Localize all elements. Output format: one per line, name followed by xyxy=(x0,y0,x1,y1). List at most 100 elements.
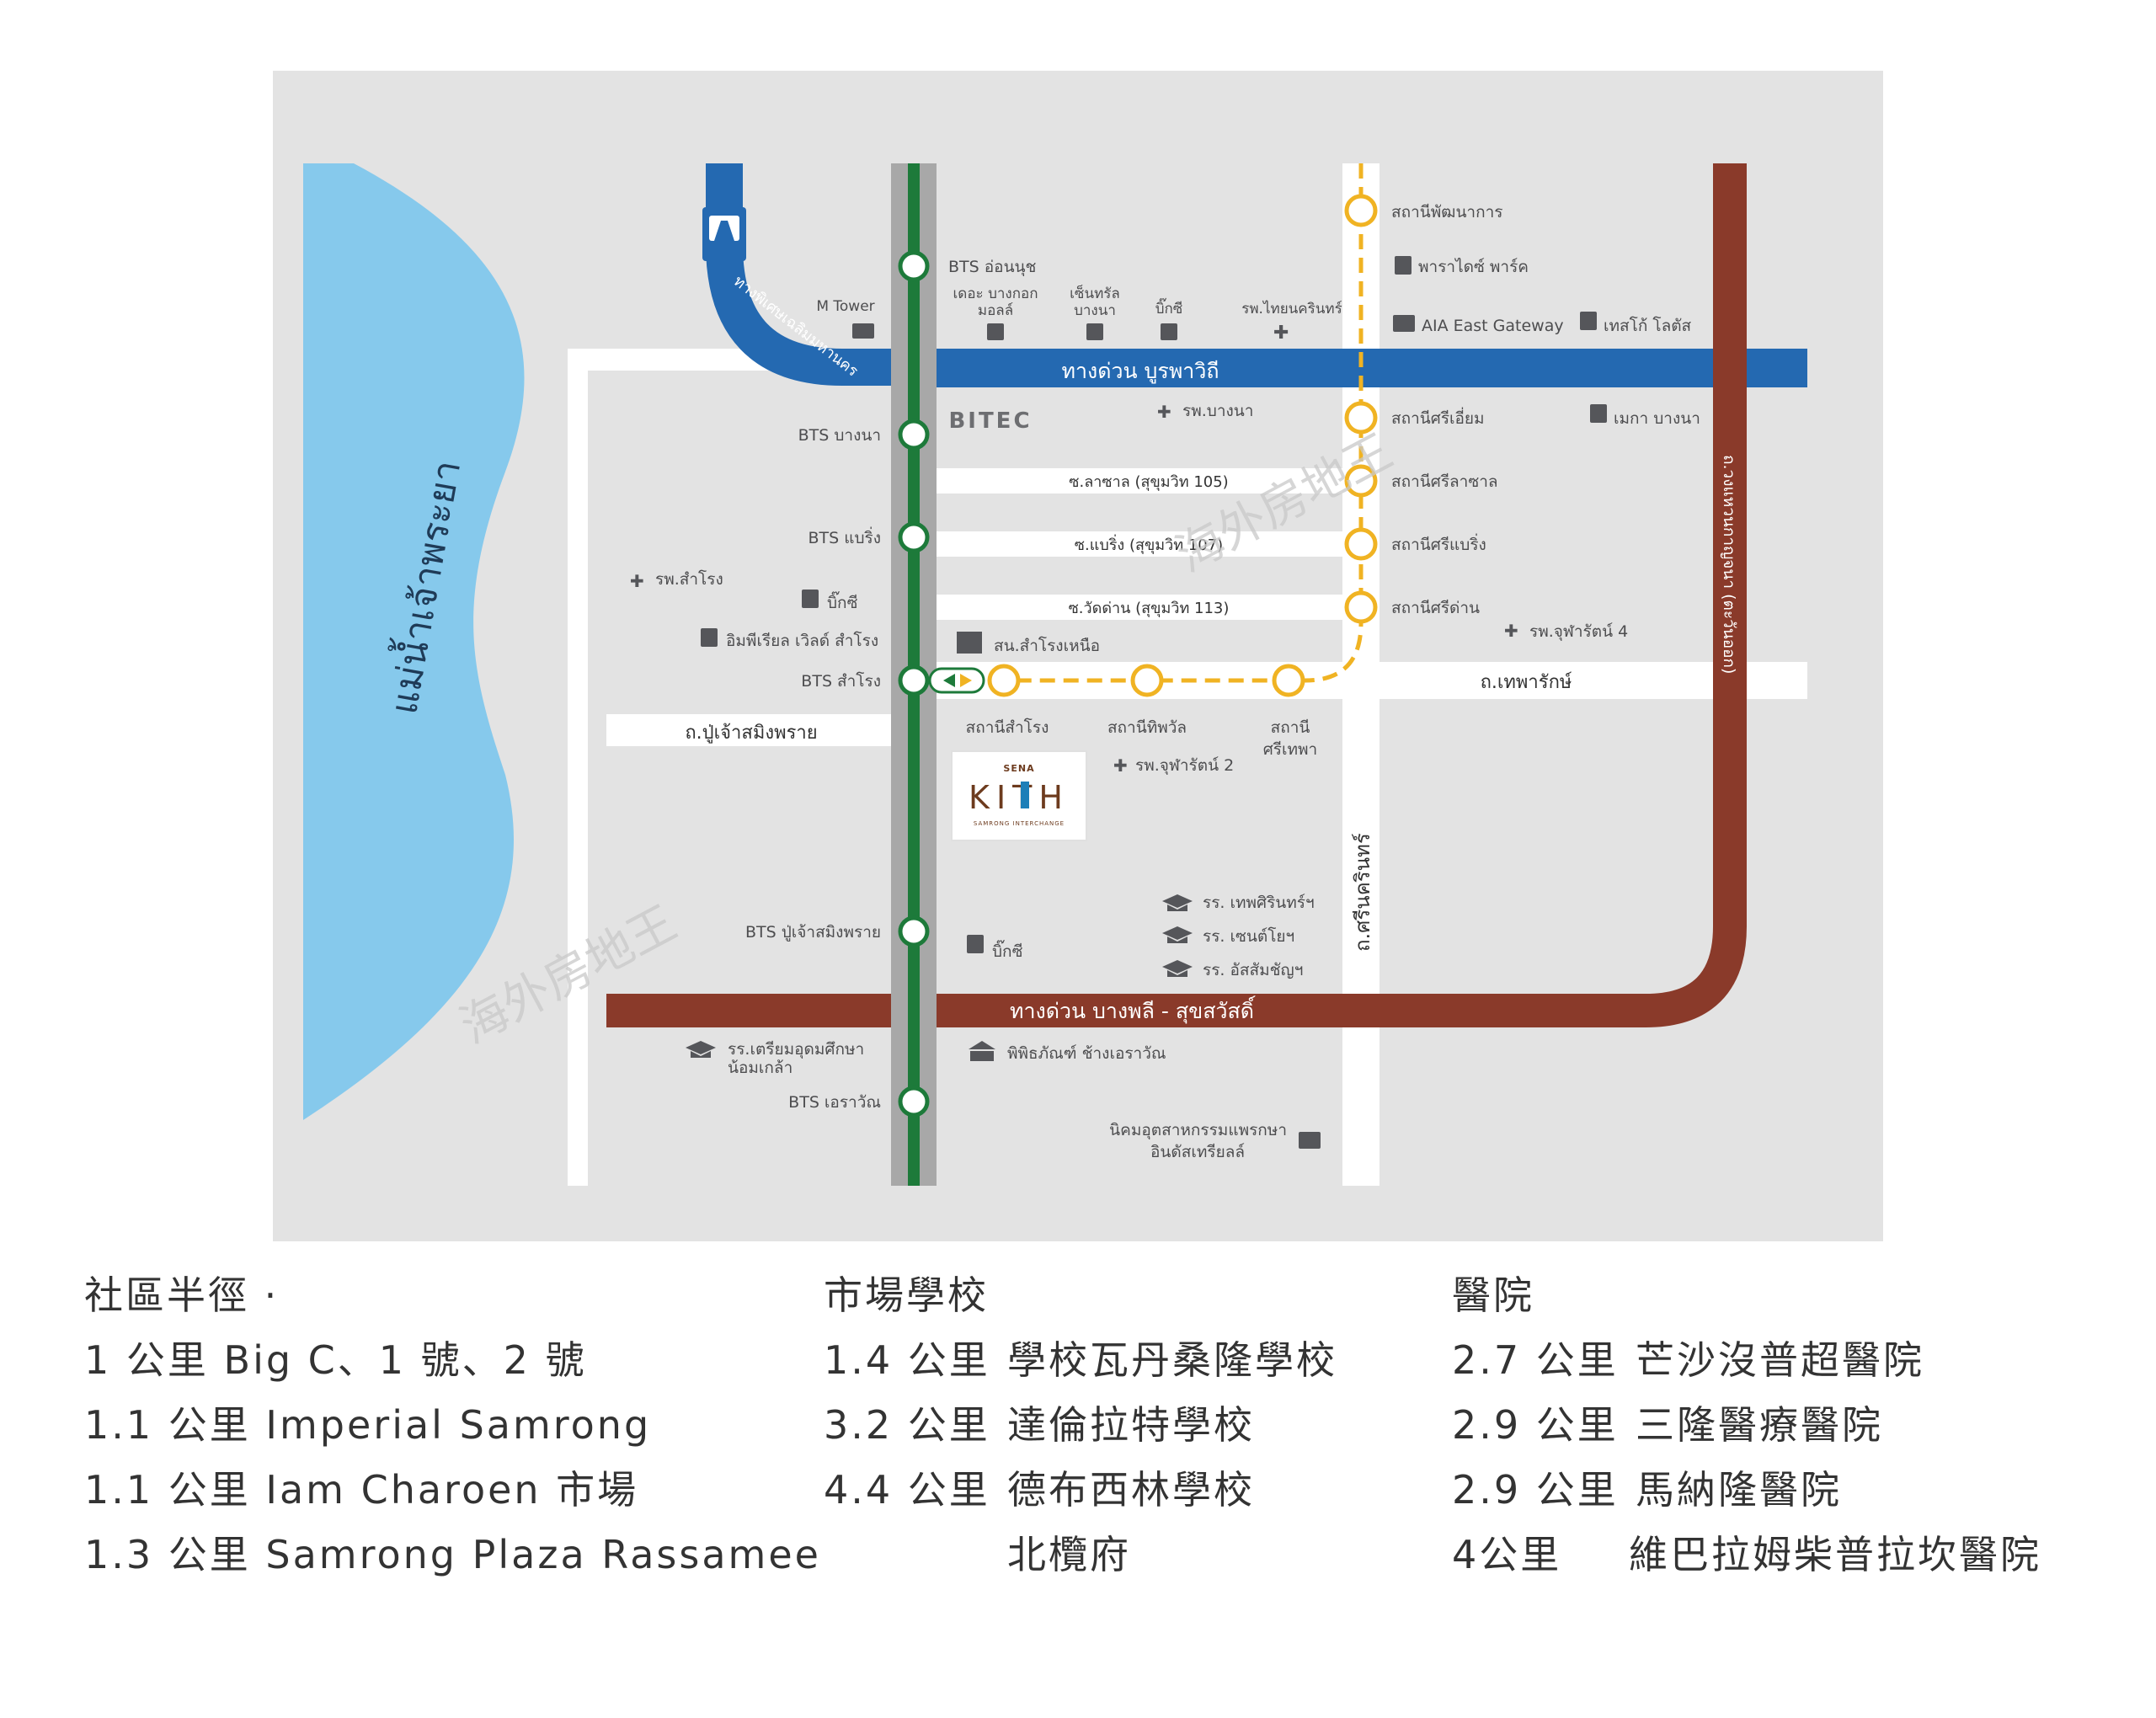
distance: 2.9 公里 xyxy=(1452,1402,1619,1448)
poi-imperial-label: อิมพีเรียล เวิลด์ สำโรง xyxy=(726,631,878,650)
list-item: 2.9 公里三隆醫療醫院 xyxy=(1452,1393,2041,1458)
poi-bangkok-mall-label-2: มอลล์ xyxy=(978,302,1013,319)
burapha-label: ทางด่วน บูรพาวิถี xyxy=(1061,359,1219,384)
poi-bigc3-label: บิ๊กซี xyxy=(992,940,1023,961)
yl-sridan-label: สถานีศรีด่าน xyxy=(1391,599,1480,617)
graduation-cap-icon xyxy=(1162,926,1193,943)
shopping-bag-icon xyxy=(1590,404,1607,423)
yl-samrong-label: สถานีสำโรง xyxy=(966,718,1049,737)
place-name: 北欖府 xyxy=(1007,1532,1131,1577)
shopping-bag-icon xyxy=(802,590,819,608)
station-sridan xyxy=(1344,590,1378,624)
soi113-label: ซ.วัดด่าน (สุขุมวิท 113) xyxy=(1069,600,1230,617)
poi-bitec-logo: BITEC xyxy=(948,408,1032,434)
bangphli-expressway-west xyxy=(606,994,891,1027)
station-sritepha xyxy=(1272,664,1305,697)
hospital-cross-icon: ✚ xyxy=(1113,755,1128,776)
poi-triamudom-label-2: น้อมเกล้า xyxy=(728,1059,792,1077)
kith-subtitle: SAMRONG INTERCHANGE xyxy=(974,820,1065,827)
station-phatthanakan xyxy=(1344,194,1378,227)
road-theparak xyxy=(937,662,1807,699)
srinakarin-label: ถ.ศรีนครินทร์ xyxy=(1351,833,1374,952)
legend-hospitals: 醫院 2.7 公里芒沙沒普超醫院 2.9 公里三隆醫療醫院 2.9 公里馬納隆醫… xyxy=(1452,1263,2041,1587)
poi-central-label-2: บางนา xyxy=(1074,302,1116,319)
legend-schools: 市場學校 1.4 公里學校瓦丹桑隆學校 3.2 公里達倫拉特學校 4.4 公里德… xyxy=(824,1263,1337,1587)
poi-mega-label: เมกา บางนา xyxy=(1614,409,1700,428)
poi-bigc1-label: บิ๊กซี xyxy=(1155,297,1183,317)
theparak-label: ถ.เทพารักษ์ xyxy=(1481,672,1572,693)
bts-bearing-label: BTS แบริ่ง xyxy=(808,526,881,547)
list-item: 1.3 公里 Samrong Plaza Rassamee xyxy=(84,1523,821,1587)
poi-triamudom-label-1: รร.เตรียมอุดมศึกษา xyxy=(728,1040,864,1059)
list-item: 3.2 公里達倫拉特學校 xyxy=(824,1393,1337,1458)
hospital-cross-icon: ✚ xyxy=(1157,402,1171,422)
list-item: 4.4 公里德布西林學校 xyxy=(824,1458,1337,1523)
station-erawan xyxy=(898,1086,930,1118)
soi105-label: ซ.ลาซาล (สุขุมวิท 105) xyxy=(1069,473,1228,491)
road-soi113 xyxy=(937,595,1344,620)
station-bangna xyxy=(898,419,930,451)
road-soi107 xyxy=(937,531,1344,557)
distance: 4.4 公里 xyxy=(824,1467,990,1513)
station-srilasal xyxy=(1344,464,1378,498)
hospital-cross-icon: ✚ xyxy=(1273,323,1289,344)
bts-bangna-label: BTS บางนา xyxy=(798,426,881,445)
place-name: 三隆醫療醫院 xyxy=(1636,1402,1883,1448)
interchange-arrow-left xyxy=(943,674,955,687)
yl-thipphawan-label: สถานีทิพวัล xyxy=(1107,718,1187,737)
yellow-stations xyxy=(987,194,1378,697)
bts-onnut-label: BTS อ่อนนุช xyxy=(948,258,1037,277)
distance: 1.1 公里 xyxy=(84,1402,251,1448)
list-item: 北欖府 xyxy=(824,1523,1337,1587)
station-srilam xyxy=(1344,401,1378,435)
distance: 3.2 公里 xyxy=(824,1402,990,1448)
briefcase-icon xyxy=(852,323,874,339)
shopping-bag-icon xyxy=(1395,256,1412,275)
kanchana-ring-road xyxy=(937,163,1747,1027)
pucha-road-label: ถ.ปู่เจ้าสมิงพราย xyxy=(685,723,817,744)
kith-project-logo: SENA KITH SAMRONG INTERCHANGE xyxy=(951,750,1087,841)
burapha-expressway xyxy=(937,349,1807,387)
poi-museum-label: พิพิธภัณฑ์ ช้างเอราวัณ xyxy=(1007,1044,1166,1063)
place-name: 德布西林學校 xyxy=(1007,1467,1255,1513)
bts-stations xyxy=(898,250,930,1118)
bts-pucha-label: BTS ปู่เจ้าสมิงพราย xyxy=(745,923,881,942)
poi-thainakarin-label: รพ.ไทยนครินทร์ xyxy=(1241,300,1342,317)
kanchana-label: ถ.วงแหวนกาญจนา (ตะวันออก) xyxy=(1720,455,1738,674)
hospital-cross-icon: ✚ xyxy=(1504,621,1518,641)
distance: 4公里 xyxy=(1452,1532,1562,1577)
shopping-bag-icon xyxy=(701,628,718,647)
kith-name: KITH xyxy=(969,779,1070,816)
shopping-bag-icon xyxy=(1161,323,1177,340)
list-item: 2.9 公里馬納隆醫院 xyxy=(1452,1458,2041,1523)
station-thipphawan xyxy=(1130,664,1164,697)
briefcase-icon xyxy=(1299,1132,1321,1149)
poi-stjoseph-label: รร. เซนต์โยฯ xyxy=(1203,926,1294,946)
place-name: Imperial Samrong xyxy=(265,1402,652,1448)
station-sribearing xyxy=(1344,527,1378,561)
list-item: 4公里 維巴拉姆柴普拉坎醫院 xyxy=(1452,1523,2041,1587)
yl-srilam-label: สถานีศรีเอี่ยม xyxy=(1391,407,1485,428)
list-item: 1.1 公里 Iam Charoen 市場 xyxy=(84,1458,821,1523)
museum-icon xyxy=(969,1041,995,1061)
distance: 1 公里 xyxy=(84,1337,209,1383)
distance: 1.1 公里 xyxy=(84,1467,251,1513)
poi-chularat4-label: รพ.จุฬารัตน์ 4 xyxy=(1529,622,1628,642)
poi-district-label: สน.สำโรงเหนือ xyxy=(994,636,1100,655)
poi-industrial-label-2: อินดัสเทรียลล์ xyxy=(1150,1143,1245,1161)
legend-community: 社區半徑 · 1 公里 Big C、1 號、2 號 1.1 公里 Imperia… xyxy=(84,1263,821,1587)
area-map: แม่น้ำเจ้าพระยา ทางพิเศษเฉลิมมหานคร ทางด… xyxy=(273,71,1883,1241)
list-item: 1 公里 Big C、1 號、2 號 xyxy=(84,1328,821,1393)
legend-community-title: 社區半徑 · xyxy=(84,1272,280,1318)
poi-bangna-hospital-label: รพ.บางนา xyxy=(1182,402,1253,420)
place-name: 維巴拉姆柴普拉坎醫院 xyxy=(1629,1532,2041,1577)
graduation-cap-icon xyxy=(1162,894,1193,911)
poi-mtower-label: M Tower xyxy=(816,298,874,315)
briefcase-icon xyxy=(1393,315,1415,332)
soi107-label: ซ.แบริ่ง (สุขุมวิท 107) xyxy=(1075,534,1223,554)
shopping-bag-icon xyxy=(987,323,1004,340)
kith-logo-frame xyxy=(951,750,1087,841)
kith-accent-bar xyxy=(1021,782,1029,808)
hospital-cross-icon: ✚ xyxy=(630,571,644,591)
poi-central-label-1: เซ็นทรัล xyxy=(1070,284,1120,302)
